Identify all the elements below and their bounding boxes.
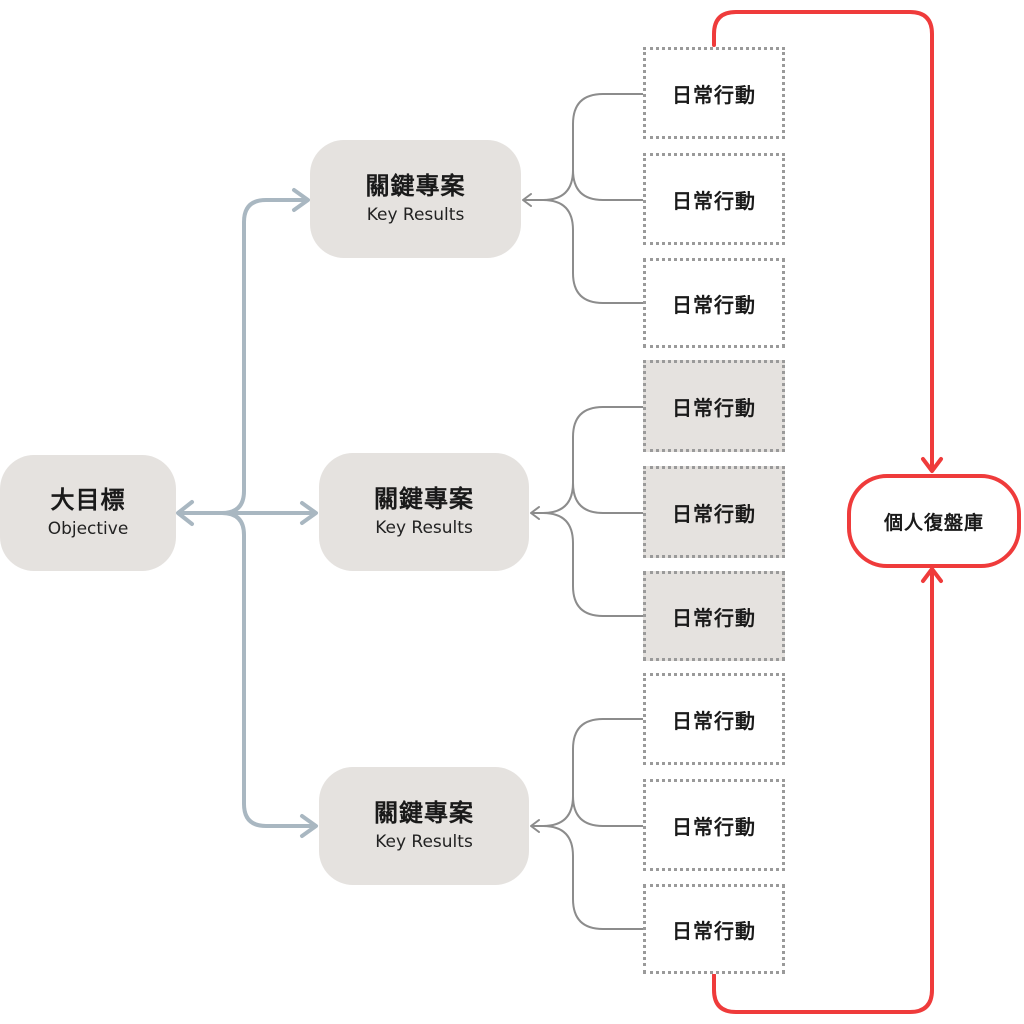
key-result-subtitle: Key Results xyxy=(375,832,473,852)
daily-action-box: 日常行動 xyxy=(643,673,785,765)
daily-action-box: 日常行動 xyxy=(643,466,785,558)
objective-to-kr1-connector xyxy=(178,198,308,515)
daily-action-label: 日常行動 xyxy=(672,188,756,213)
review-library-label: 個人復盤庫 xyxy=(883,511,984,534)
daily-action-label: 日常行動 xyxy=(672,82,756,107)
key-result-title: 關鍵專案 xyxy=(374,799,474,827)
objective-node: 大目標 Objective xyxy=(0,455,176,571)
objective-title: 大目標 xyxy=(50,486,126,514)
daily-action-label: 日常行動 xyxy=(672,395,756,420)
daily-action-box: 日常行動 xyxy=(643,47,785,139)
feedback-top-connector xyxy=(712,10,934,472)
feedback-bottom-arrowhead xyxy=(921,567,943,583)
daily-action-box: 日常行動 xyxy=(643,258,785,348)
daily-action-label: 日常行動 xyxy=(672,501,756,526)
key-result-node: 關鍵專案 Key Results xyxy=(319,453,529,571)
key-result-title: 關鍵專案 xyxy=(365,172,466,200)
daily-action-label: 日常行動 xyxy=(672,918,756,943)
kr3-arrowhead xyxy=(300,814,318,838)
objective-to-kr3-connector xyxy=(178,511,316,828)
kr2-arrowhead xyxy=(300,501,318,525)
kr1-arrowhead xyxy=(292,188,310,212)
objective-arrowhead xyxy=(176,500,194,526)
actions-group2-arrowhead xyxy=(530,506,540,520)
feedback-top-arrowhead xyxy=(921,457,943,473)
key-result-node: 關鍵專案 Key Results xyxy=(319,767,529,885)
daily-action-label: 日常行動 xyxy=(672,605,756,630)
objective-subtitle: Objective xyxy=(47,519,129,539)
daily-action-label: 日常行動 xyxy=(672,814,756,839)
key-result-subtitle: Key Results xyxy=(375,518,473,538)
key-result-title: 關鍵專案 xyxy=(374,485,474,513)
daily-action-box: 日常行動 xyxy=(643,571,785,661)
daily-action-box: 日常行動 xyxy=(643,884,785,974)
feedback-bottom-connector xyxy=(712,568,934,1014)
actions-group3-arrowhead xyxy=(530,819,540,833)
actions-group1-connector xyxy=(523,93,644,304)
daily-action-box: 日常行動 xyxy=(643,153,785,245)
daily-action-box: 日常行動 xyxy=(643,779,785,871)
key-result-node: 關鍵專案 Key Results xyxy=(310,140,521,258)
key-result-subtitle: Key Results xyxy=(366,205,465,225)
daily-action-label: 日常行動 xyxy=(672,292,756,317)
daily-action-box: 日常行動 xyxy=(643,360,785,452)
daily-action-label: 日常行動 xyxy=(672,708,756,733)
actions-group1-arrowhead xyxy=(522,193,532,207)
actions-group3-connector xyxy=(531,718,644,930)
review-library-node: 個人復盤庫 xyxy=(847,474,1021,568)
actions-group2-connector xyxy=(531,406,644,617)
